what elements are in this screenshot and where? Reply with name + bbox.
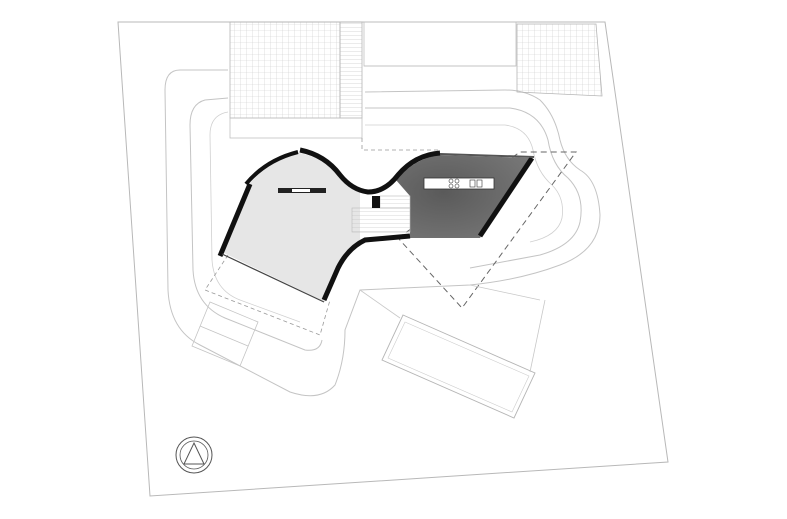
parking-area <box>381 314 536 419</box>
dashed-outline-left <box>204 254 331 336</box>
wall-top-s-curve <box>299 147 441 195</box>
wall-right-diagonal <box>477 156 535 238</box>
sink <box>476 179 483 188</box>
stair-strip-top <box>339 21 363 119</box>
stove-burner <box>454 178 460 184</box>
building-floor-right <box>396 155 532 238</box>
landscape-path-right-2 <box>365 124 563 243</box>
wall-left-curve <box>244 150 299 186</box>
central-stair-upper <box>379 195 411 209</box>
court-top-left-base <box>229 117 363 139</box>
wall-bottom-s-curve <box>321 233 411 302</box>
stove-burner <box>448 178 454 184</box>
parking-bay-left <box>191 301 259 367</box>
north-arrow-icon <box>175 436 213 474</box>
stove-burner <box>448 183 454 189</box>
stove-burner <box>454 183 460 189</box>
wall-left-straight <box>217 183 253 257</box>
grid-patch-top-left <box>229 21 341 119</box>
central-column <box>372 196 380 208</box>
wall-top-right <box>439 153 535 158</box>
dashed-triangle-outline <box>397 151 577 309</box>
dashed-outline-top <box>361 138 440 151</box>
furniture-bench-inner <box>292 189 310 192</box>
grid-patch-top-right <box>516 23 603 97</box>
sink <box>469 179 476 188</box>
glazing-left-bottom <box>221 253 325 303</box>
central-stair <box>351 207 411 233</box>
landscape-path-outer <box>164 69 601 397</box>
landscape-path-inner <box>189 97 323 351</box>
parking-area-inner <box>387 321 530 413</box>
kitchen-counter <box>423 177 495 190</box>
landscape-path-right <box>365 107 582 269</box>
top-middle-block <box>363 21 517 67</box>
landscape-path-inner-2 <box>209 111 301 323</box>
